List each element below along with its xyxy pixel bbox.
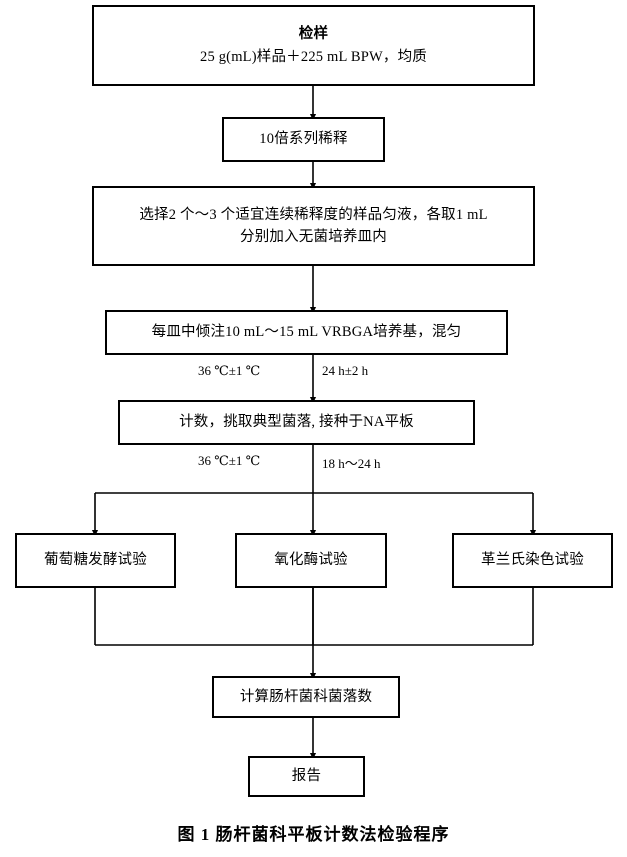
node-vrbga-pour-label: 每皿中倾注10 mL～15 mL VRBGA培养基，混匀 <box>151 324 462 341</box>
node-dilution-label: 10倍系列稀释 <box>259 131 348 148</box>
node-plating-line1: 选择2 个～3 个适宜连续稀释度的样品匀液，各取1 mL <box>139 206 488 223</box>
node-report-label: 报告 <box>291 768 322 785</box>
node-gram-stain-test-label: 革兰氏染色试验 <box>481 552 584 569</box>
node-glucose-fermentation-test-label: 葡萄糖发酵试验 <box>44 552 147 569</box>
node-sample-detail: 25 g(mL)样品＋225 mL BPW，均质 <box>200 48 427 65</box>
node-count-na-plate-label: 计数，挑取典型菌落, 接种于NA平板 <box>179 414 414 431</box>
figure-caption: 图 1 肠杆菌科平板计数法检验程序 <box>177 825 450 844</box>
node-plating-line2: 分别加入无菌培养皿内 <box>240 229 387 245</box>
node-gram-stain-test: 革兰氏染色试验 <box>452 533 613 588</box>
node-calculate-colony-count-label: 计算肠杆菌科菌落数 <box>239 688 373 705</box>
node-vrbga-pour: 每皿中倾注10 mL～15 mL VRBGA培养基，混匀 <box>105 310 508 355</box>
node-calculate-colony-count: 计算肠杆菌科菌落数 <box>212 676 400 718</box>
node-oxidase-test: 氧化酶试验 <box>235 533 387 588</box>
node-sample: 检样 25 g(mL)样品＋225 mL BPW，均质 <box>92 5 535 86</box>
node-dilution: 10倍系列稀释 <box>222 117 385 162</box>
edge-label-temperature-vrbga: 36 ℃±1 ℃ <box>196 363 263 379</box>
node-sample-title: 检样 <box>298 26 329 43</box>
edge-label-time-vrbga: 24 h±2 h <box>320 363 371 379</box>
edge-label-time-na: 18 h～24 h <box>320 453 383 472</box>
node-oxidase-test-label: 氧化酶试验 <box>274 552 348 569</box>
node-plating: 选择2 个～3 个适宜连续稀释度的样品匀液，各取1 mL 分别加入无菌培养皿内 <box>92 186 535 266</box>
node-count-na-plate: 计数，挑取典型菌落, 接种于NA平板 <box>118 400 475 445</box>
node-report: 报告 <box>248 756 365 797</box>
node-glucose-fermentation-test: 葡萄糖发酵试验 <box>15 533 176 588</box>
edge-label-temperature-na: 36 ℃±1 ℃ <box>196 453 263 469</box>
